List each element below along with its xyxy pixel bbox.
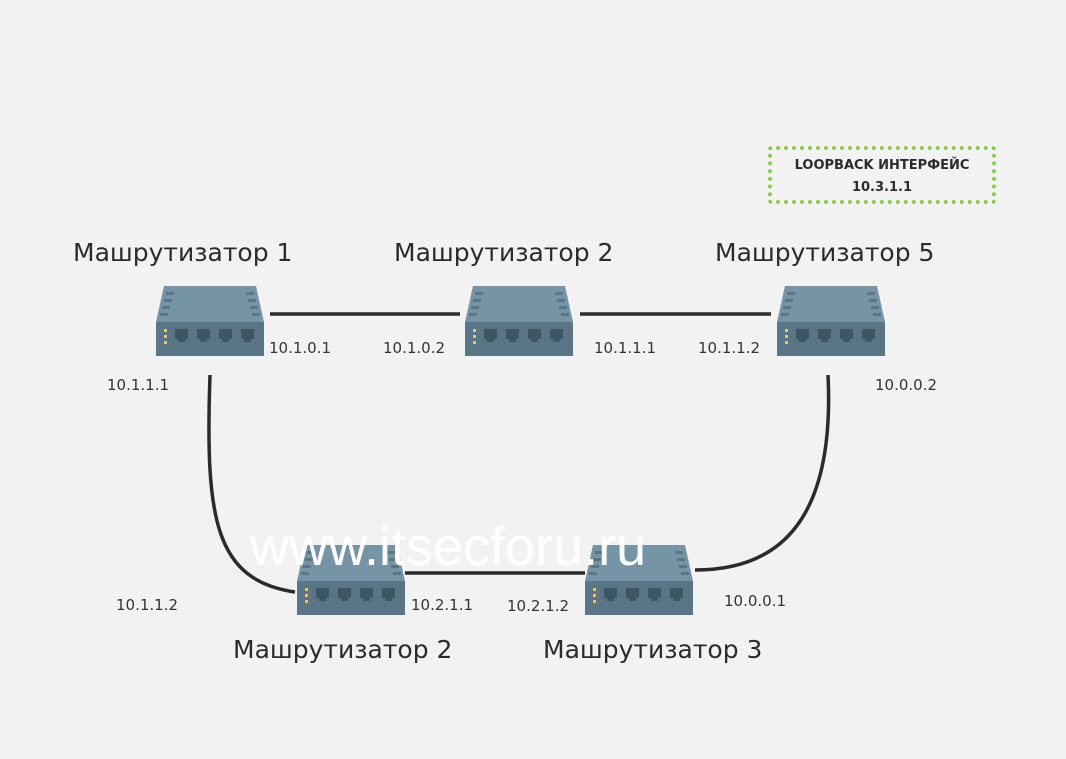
loopback-box: LOOPBACK ИНТЕРФЕЙС 10.3.1.1 [768,146,996,204]
router-label: Машрутизатор 1 [73,238,293,267]
router-icon[interactable] [777,286,885,356]
ip-label: 10.0.0.1 [724,592,787,610]
router-icon[interactable] [156,286,264,356]
ip-label: 10.2.1.1 [411,596,474,614]
link-r1-b1 [207,374,296,594]
ip-label: 10.1.1.1 [594,339,657,357]
ip-label: 10.1.1.2 [116,596,179,614]
ip-label: 10.1.1.1 [107,376,170,394]
router-label: Машрутизатор 3 [543,635,763,664]
router-label: Машрутизатор 2 [233,635,453,664]
loopback-ip: 10.3.1.1 [851,180,913,195]
ip-label: 10.0.0.2 [875,376,938,394]
loopback-title: LOOPBACK ИНТЕРФЕЙС [794,158,970,173]
router-icon[interactable] [465,286,573,356]
ip-label: 10.2.1.2 [507,597,570,615]
router-label: Машрутизатор 5 [715,238,935,267]
ip-label: 10.1.0.1 [269,339,332,357]
ip-label: 10.1.0.2 [383,339,446,357]
link-r5-b2 [694,374,831,572]
ip-label: 10.1.1.2 [698,339,761,357]
router-label: Машрутизатор 2 [394,238,614,267]
watermark: www.itsecforu.ru [250,517,647,577]
